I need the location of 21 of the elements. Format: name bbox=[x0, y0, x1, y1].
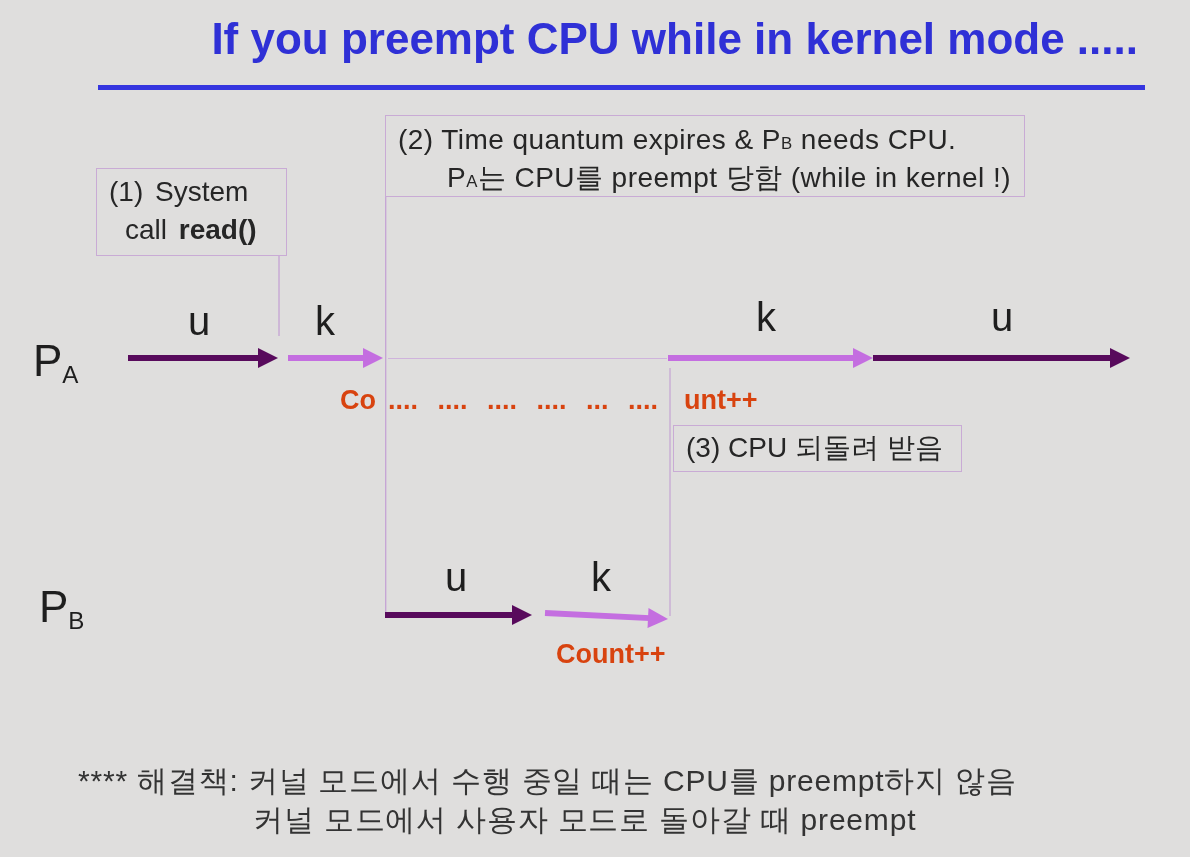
callout-box bbox=[673, 425, 962, 472]
mode-label: u bbox=[990, 294, 1014, 340]
mode-label: u bbox=[187, 298, 211, 344]
callout-text: (3) CPU 되돌려 받음 bbox=[686, 431, 944, 465]
counter-text: unt++ bbox=[684, 385, 758, 417]
callout-box bbox=[385, 115, 1025, 197]
mode-label: k bbox=[315, 298, 335, 344]
process-label: P$_{A}$ bbox=[33, 336, 79, 390]
counter-text: Count++ bbox=[556, 639, 666, 671]
slide-title: If you preempt CPU while in kernel mode ..... bbox=[211, 14, 1138, 65]
process-label: P$_{B}$ bbox=[39, 582, 85, 636]
leader-line bbox=[278, 255, 280, 337]
footnote: 커널 모드에서 사용자 모드로 돌아갈 때 preempt bbox=[253, 803, 917, 838]
ellipsis-dots: .... .... .... .... ... .... bbox=[388, 385, 659, 417]
mode-label: k bbox=[591, 554, 611, 600]
footnote: **** 해결책: 커널 모드에서 수행 중일 때는 CPU를 preempt하지 않음 bbox=[78, 764, 1017, 799]
mode-label: k bbox=[756, 294, 776, 340]
callout-text: (1) System call read() bbox=[109, 175, 258, 247]
mode-label: u bbox=[444, 554, 468, 600]
callout-box bbox=[96, 168, 287, 256]
counter-text: Co bbox=[340, 385, 376, 417]
